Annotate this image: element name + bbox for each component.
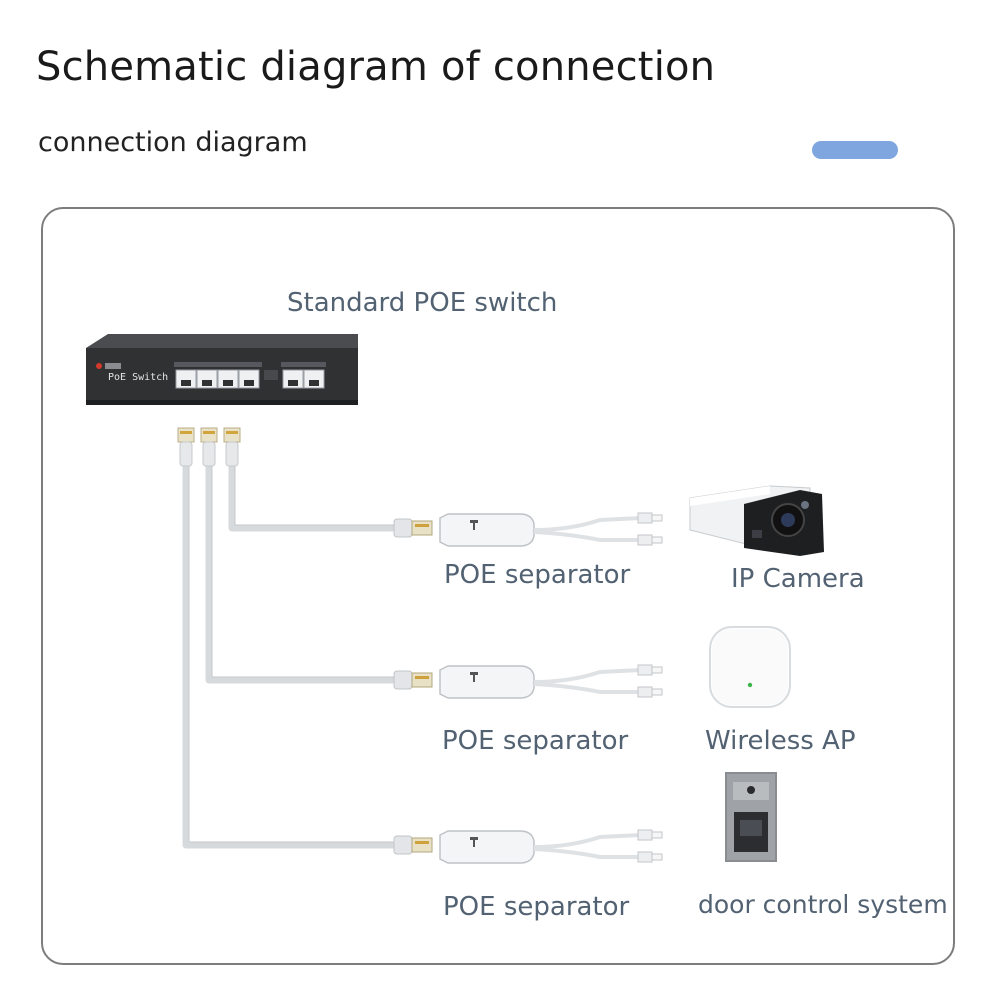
poe-separator-3 (393, 829, 663, 864)
poe-switch-icon (86, 334, 358, 405)
cable-1 (228, 462, 402, 532)
separator-label-2: POE separator (442, 726, 629, 756)
page-subtitle: connection diagram (38, 127, 308, 158)
separator-label-3: POE separator (443, 892, 630, 922)
separator-label-1: POE separator (444, 560, 631, 590)
ip-camera-icon (689, 485, 824, 556)
accent-pill (812, 141, 898, 159)
cable-2 (205, 462, 402, 684)
wireless-ap-icon (709, 626, 791, 708)
device-label-door-control: door control system (698, 890, 948, 919)
page-title: Schematic diagram of connection (36, 44, 716, 90)
switch-label: Standard POE switch (287, 288, 558, 318)
door-control-icon (725, 772, 777, 862)
cable-3 (182, 462, 402, 849)
device-label-wireless-ap: Wireless AP (705, 726, 856, 756)
rj45-plugs-top (177, 427, 241, 467)
poe-separator-2 (393, 664, 663, 699)
diagram-panel (41, 207, 955, 965)
switch-brand-text: PoE Switch (108, 372, 169, 383)
device-label-ip-camera: IP Camera (731, 564, 865, 594)
poe-separator-1 (393, 512, 663, 547)
